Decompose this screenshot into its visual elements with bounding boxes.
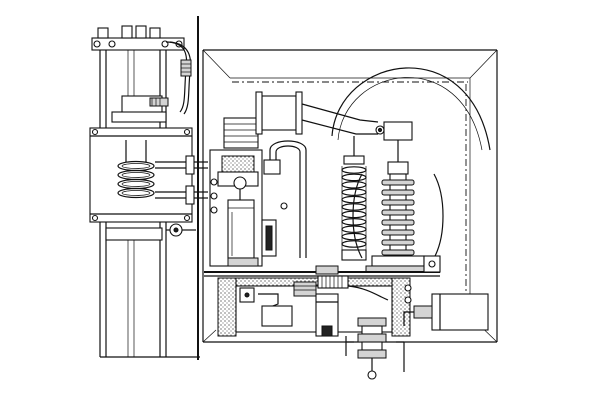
- insulator-shed: [381, 229, 415, 236]
- signal-cable: [165, 41, 192, 115]
- top-mounting-plate: [91, 25, 185, 51]
- lower-compartment: [217, 275, 412, 337]
- coil-feed-pipes: [155, 155, 208, 205]
- lower-column-block: [105, 223, 196, 241]
- insulator-shed: [381, 179, 415, 186]
- insulator-tower: [352, 121, 444, 273]
- actuator-block: [111, 95, 169, 123]
- inductor-coil: [341, 166, 367, 250]
- inductor-coil-turn: [341, 166, 367, 174]
- insulator-shed: [381, 189, 415, 196]
- insulator-shed: [381, 199, 415, 206]
- u-tube-loop: [263, 140, 307, 258]
- cooling-coil-turn-inner: [121, 163, 151, 169]
- inductor-coil-turn: [341, 218, 367, 226]
- cooling-coil: [117, 140, 155, 199]
- side-cartridge: [403, 293, 489, 331]
- inductor-coil-turn: [341, 210, 367, 219]
- inductor-coil-turn: [341, 240, 367, 248]
- cooling-coil-turn-inner: [121, 181, 151, 187]
- chamber-cap: [223, 117, 259, 149]
- bottom-feedthrough: [345, 317, 405, 380]
- inductor-coil-turn: [341, 181, 367, 189]
- insulator-sheds: [381, 173, 415, 257]
- heater-housing: [89, 127, 193, 223]
- enclosure-dome: [331, 67, 491, 151]
- upper-manifold: [255, 91, 379, 135]
- inductor-assembly: [341, 136, 367, 261]
- sample-chamber: [209, 149, 263, 267]
- insulator-shed: [381, 219, 415, 226]
- insulator-shed: [381, 249, 415, 256]
- insulator-shed: [381, 239, 415, 246]
- inductor-coil-turn: [341, 188, 367, 197]
- cooling-coil-turn: [117, 187, 155, 199]
- inductor-coil-turn: [341, 173, 367, 182]
- cooling-coil-turn-inner: [121, 190, 151, 196]
- gauge-block: [261, 219, 277, 257]
- cooling-coil-turn-inner: [121, 172, 151, 178]
- insulator-shed: [381, 209, 415, 216]
